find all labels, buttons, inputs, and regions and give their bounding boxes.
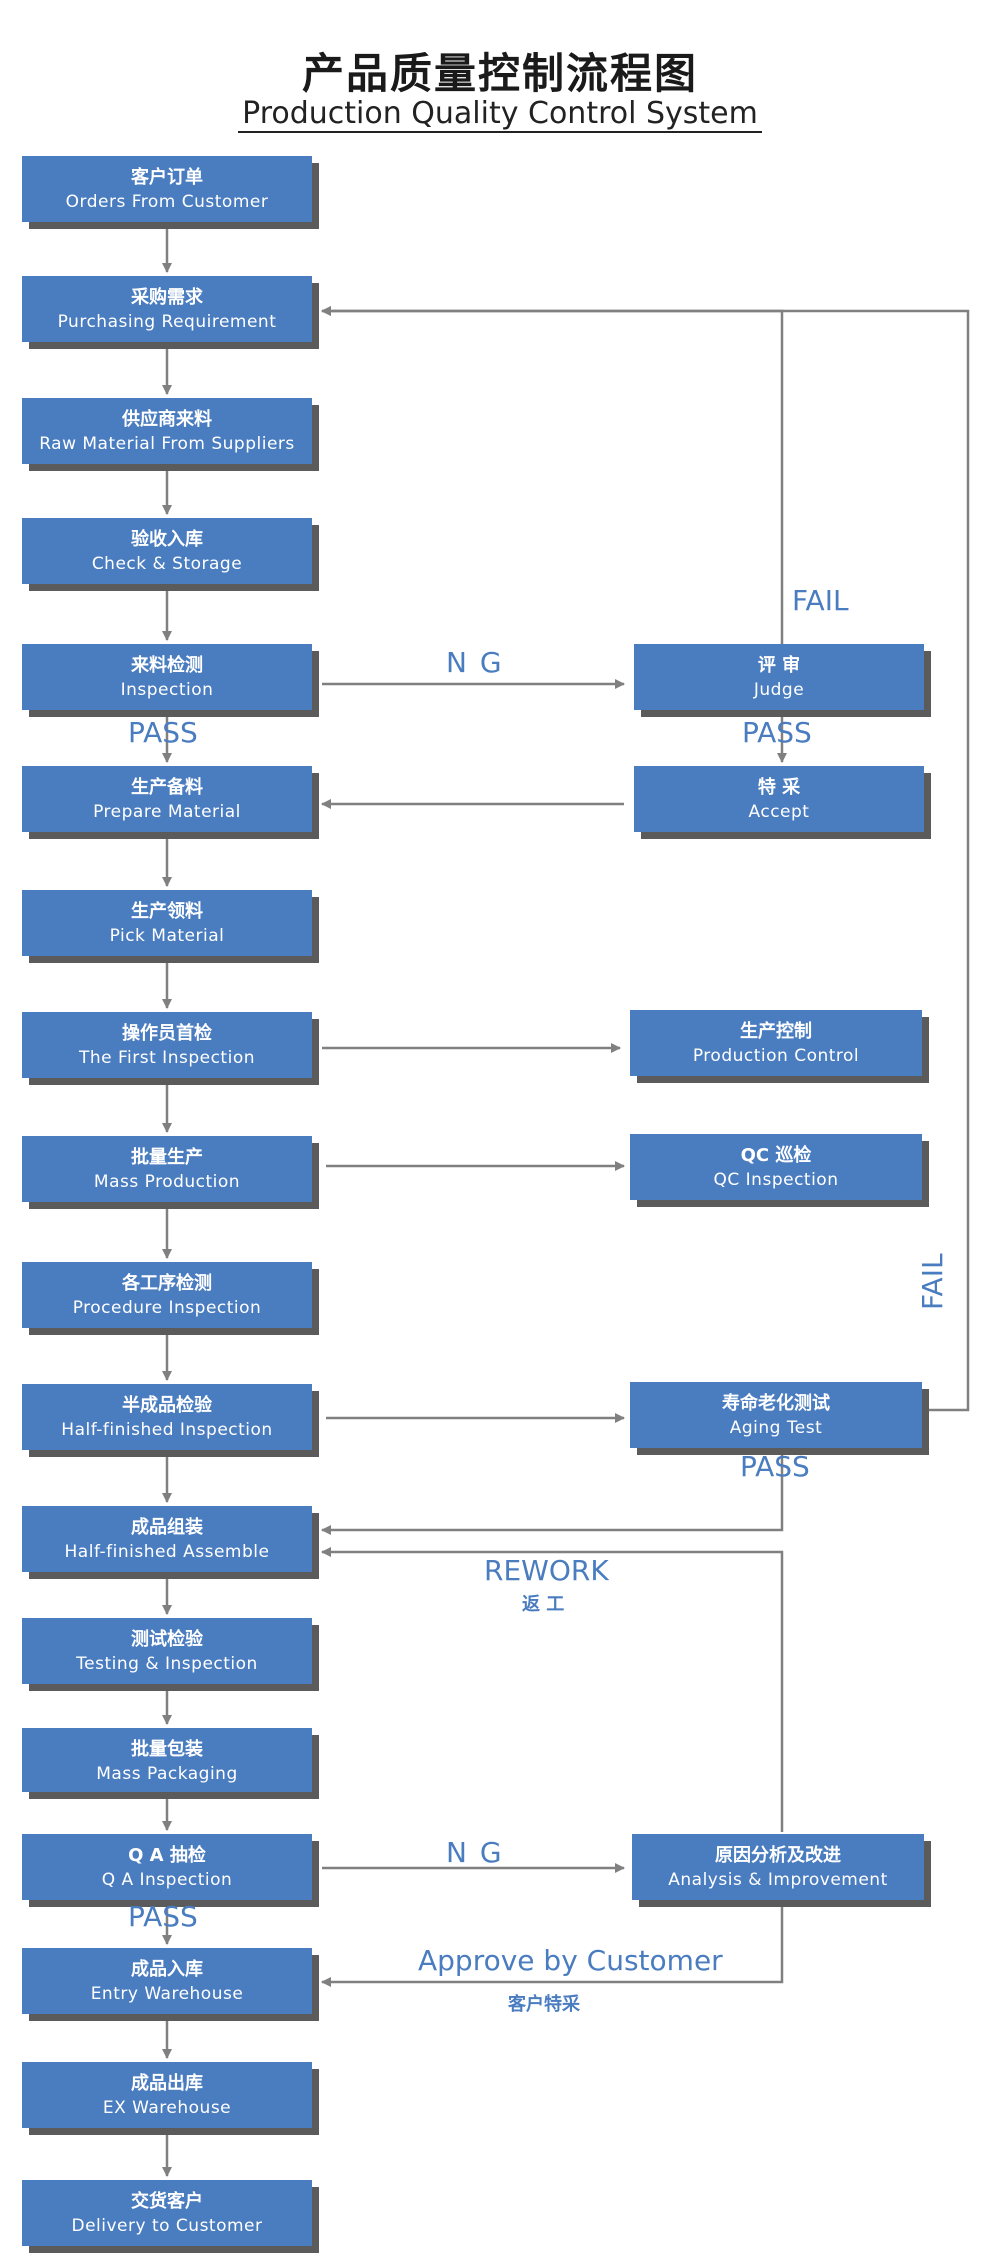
side-accept: 特 采 Accept bbox=[634, 766, 924, 832]
step-orders-from-customer: 客户订单 Orders From Customer bbox=[22, 156, 312, 222]
label-fail-judge: FAIL bbox=[792, 584, 849, 617]
step-procedure-inspection: 各工序检测 Procedure Inspection bbox=[22, 1262, 312, 1328]
step-pick-material: 生产领料 Pick Material bbox=[22, 890, 312, 956]
side-qc-inspection: QC 巡检 QC Inspection bbox=[630, 1134, 922, 1200]
step-half-finished-inspection: 半成品检验 Half-finished Inspection bbox=[22, 1384, 312, 1450]
step-half-finished-assemble: 成品组装 Half-finished Assemble bbox=[22, 1506, 312, 1572]
step-testing-inspection: 测试检验 Testing & Inspection bbox=[22, 1618, 312, 1684]
label-rework-zh: 返 工 bbox=[522, 1594, 565, 1615]
label-pass-qa: PASS bbox=[128, 1900, 198, 1933]
step-mass-production: 批量生产 Mass Production bbox=[22, 1136, 312, 1202]
arrow-approve-to-entry bbox=[321, 1902, 784, 1987]
side-analysis-improvement: 原因分析及改进 Analysis & Improvement bbox=[632, 1834, 924, 1900]
step-entry-warehouse: 成品入库 Entry Warehouse bbox=[22, 1948, 312, 2014]
step-first-inspection: 操作员首检 The First Inspection bbox=[22, 1012, 312, 1078]
label-ng-qa: N G bbox=[446, 1836, 504, 1869]
side-aging-test: 寿命老化测试 Aging Test bbox=[630, 1382, 922, 1448]
page-subtitle: Production Quality Control System bbox=[238, 96, 762, 133]
label-pass-inspection: PASS bbox=[128, 716, 198, 749]
label-rework: REWORK bbox=[484, 1554, 609, 1587]
label-approve-by-customer: Approve by Customer bbox=[418, 1944, 723, 1977]
side-judge: 评 审 Judge bbox=[634, 644, 924, 710]
arrow-rework-to-assemble bbox=[321, 1547, 784, 1832]
step-ex-warehouse: 成品出库 EX Warehouse bbox=[22, 2062, 312, 2128]
step-qa-inspection: Q A 抽检 Q A Inspection bbox=[22, 1834, 312, 1900]
label-ng-inspection: N G bbox=[446, 646, 504, 679]
step-mass-packaging: 批量包装 Mass Packaging bbox=[22, 1728, 312, 1792]
step-purchasing-requirement: 采购需求 Purchasing Requirement bbox=[22, 276, 312, 342]
arrow-aging-fail-to-purchasing bbox=[321, 306, 970, 1412]
label-approve-zh: 客户特采 bbox=[508, 1994, 580, 2015]
step-check-storage: 验收入库 Check & Storage bbox=[22, 518, 312, 584]
arrow-aging-pass-to-assemble bbox=[321, 1452, 784, 1535]
step-inspection: 来料检测 Inspection bbox=[22, 644, 312, 710]
step-prepare-material: 生产备料 Prepare Material bbox=[22, 766, 312, 832]
step-delivery-to-customer: 交货客户 Delivery to Customer bbox=[22, 2180, 312, 2246]
step-raw-material: 供应商来料 Raw Material From Suppliers bbox=[22, 398, 312, 464]
label-pass-judge: PASS bbox=[742, 716, 812, 749]
arrow-judge-fail-to-purchasing bbox=[321, 306, 784, 644]
page-title: 产品质量控制流程图 bbox=[301, 49, 698, 98]
label-fail-aging: FAIL bbox=[916, 1253, 949, 1310]
side-production-control: 生产控制 Production Control bbox=[630, 1010, 922, 1076]
label-pass-aging: PASS bbox=[740, 1450, 810, 1483]
